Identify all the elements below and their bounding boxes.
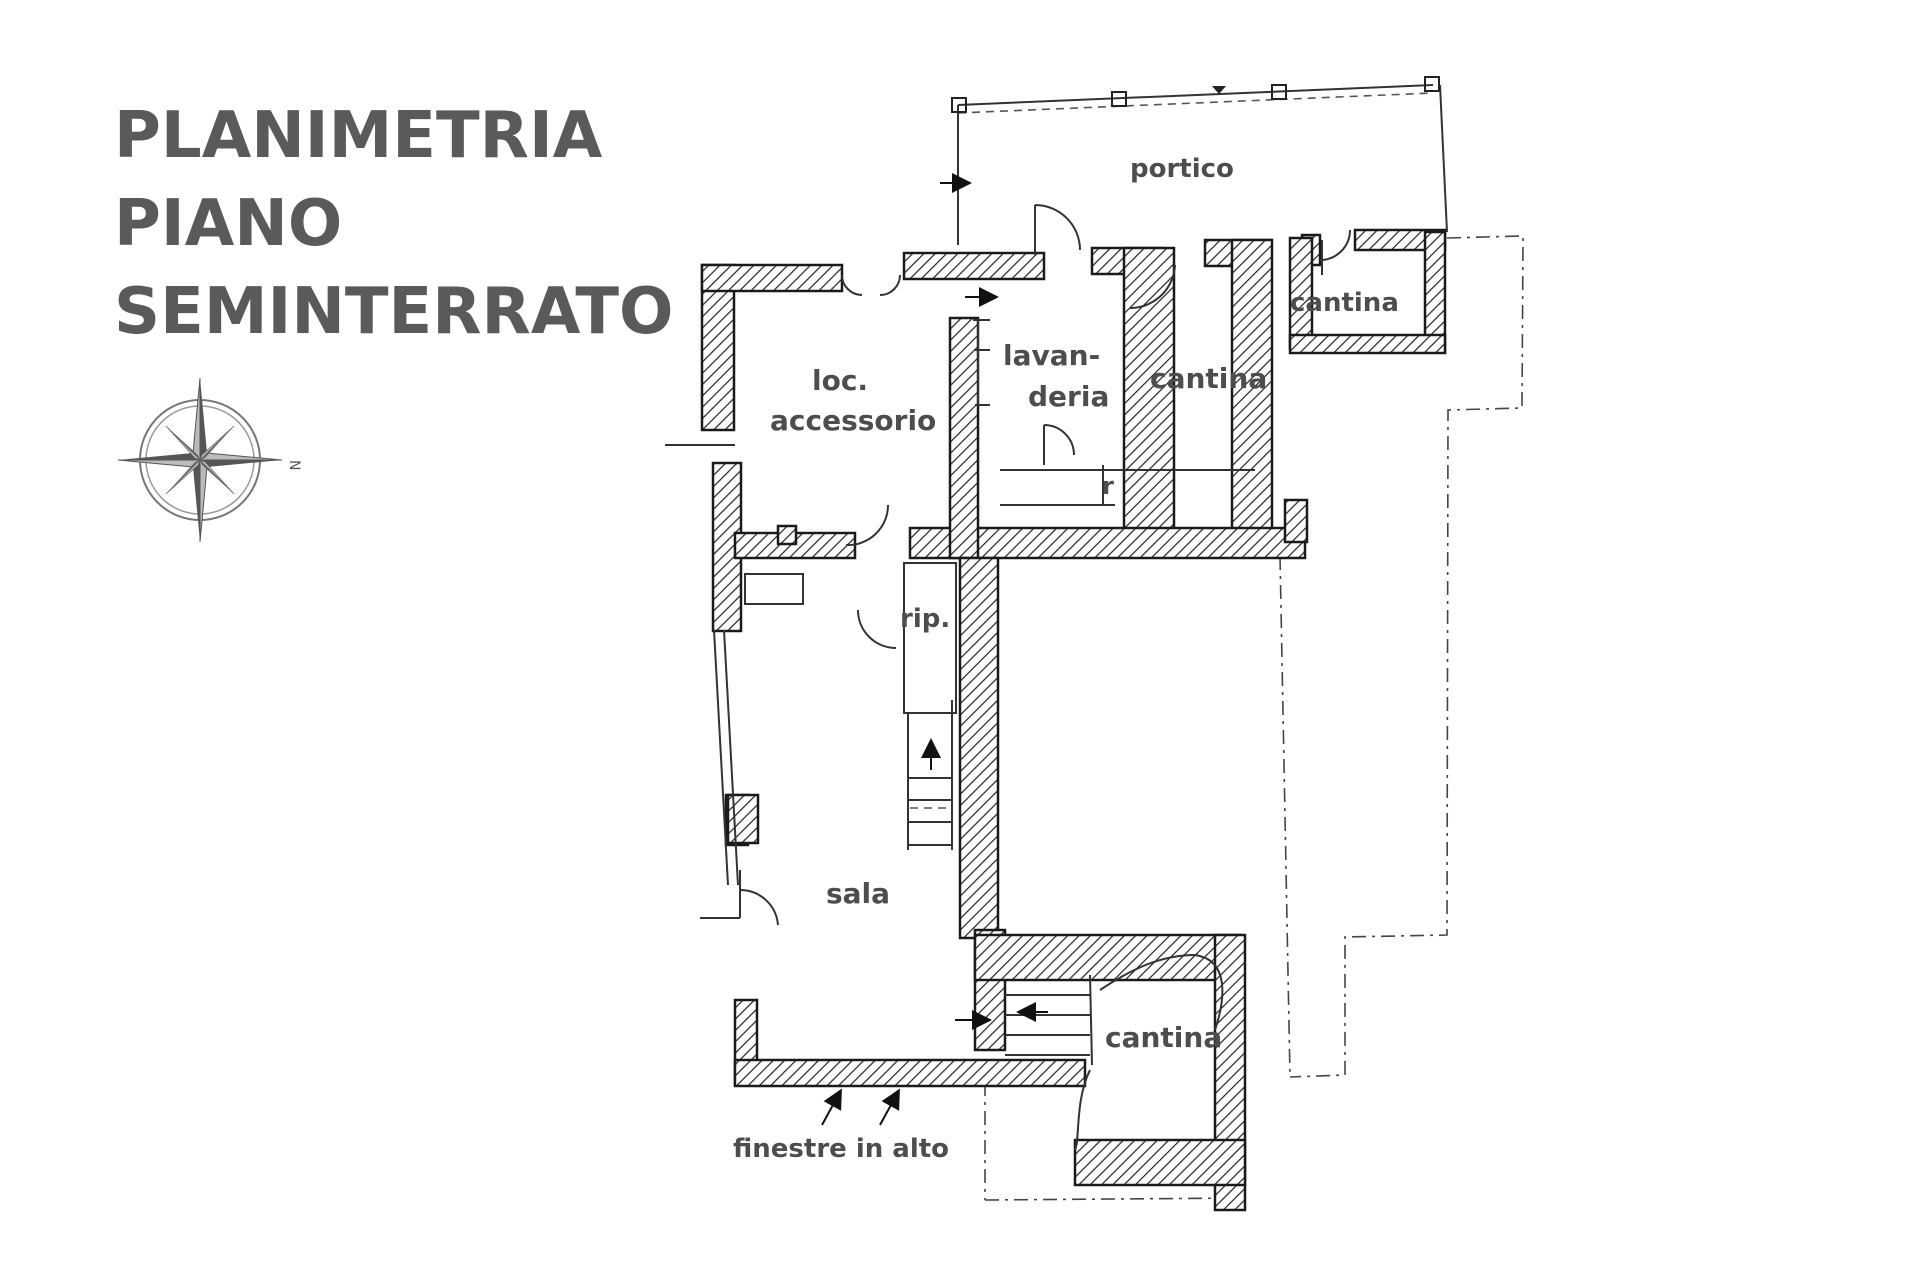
boundary-dashed bbox=[984, 235, 1524, 1201]
direction-arrows bbox=[821, 173, 1048, 1126]
compass-north-label: N bbox=[286, 460, 302, 470]
label-lavanderia-2: deria bbox=[1028, 380, 1109, 413]
label-rip: rip. bbox=[900, 604, 950, 634]
label-portico: portico bbox=[1130, 154, 1234, 184]
label-cantina-mid: cantina bbox=[1150, 362, 1267, 395]
label-loc-1: loc. bbox=[812, 364, 868, 397]
walls bbox=[700, 228, 1447, 1212]
label-lavanderia-1: lavan- bbox=[1003, 339, 1100, 372]
interior-lines bbox=[665, 204, 1351, 1151]
title-line-1: PLANIMETRIA bbox=[114, 99, 603, 173]
page-title: PLANIMETRIA PIANO SEMINTERRATO bbox=[114, 92, 673, 356]
label-sala: sala bbox=[826, 877, 890, 910]
portico-outline bbox=[951, 76, 1448, 245]
title-line-2: PIANO bbox=[114, 187, 343, 261]
title-line-3: SEMINTERRATO bbox=[114, 275, 674, 349]
label-windows-annotation: finestre in alto bbox=[733, 1134, 949, 1164]
label-cantina-small: cantina bbox=[1290, 288, 1399, 318]
label-cantina-bottom: cantina bbox=[1105, 1021, 1222, 1054]
label-r: r bbox=[1102, 472, 1114, 500]
label-loc-2: accessorio bbox=[770, 404, 936, 437]
compass-rose-icon bbox=[117, 377, 283, 543]
